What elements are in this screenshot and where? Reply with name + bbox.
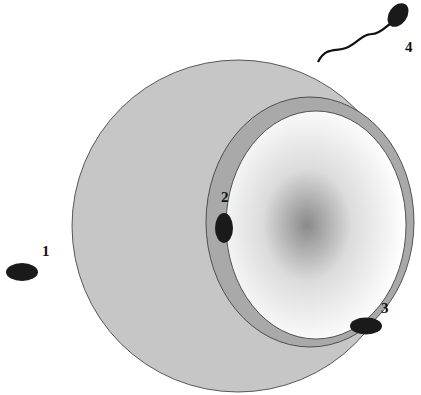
inner-cavity (226, 111, 406, 339)
inner-band (206, 97, 414, 347)
callout-number: 4 (405, 40, 413, 55)
callout-number: 3 (381, 301, 389, 316)
sperm-tail (318, 24, 390, 62)
sperm-head (383, 0, 413, 31)
dark-body (215, 213, 233, 243)
callout-number: 2 (221, 190, 229, 205)
callout-number: 1 (42, 244, 50, 259)
dark-body (350, 318, 382, 335)
dark-body (6, 263, 38, 281)
